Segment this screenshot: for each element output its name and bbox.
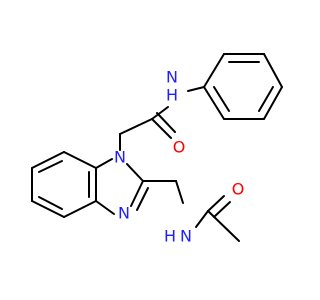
atom-label: H [166, 86, 178, 105]
bond [95, 158, 113, 169]
bond [63, 200, 97, 218]
bond [151, 118, 172, 139]
phenyl-ring [203, 53, 283, 120]
atom-n-ring1: N [114, 148, 126, 167]
bond [156, 112, 176, 133]
bond [207, 195, 225, 212]
bond [31, 200, 65, 218]
bond [175, 180, 184, 204]
bond [213, 201, 231, 218]
atom-label: H [164, 227, 176, 246]
bond [119, 118, 153, 135]
bond [63, 151, 97, 169]
bond [126, 163, 144, 182]
bond [95, 200, 115, 215]
bond [38, 160, 63, 173]
bond [213, 86, 230, 112]
imidazole-ring [95, 158, 149, 215]
bond [151, 106, 169, 120]
benzo-ring [31, 151, 97, 218]
atom-n-amide1: H N [166, 68, 178, 105]
bond [263, 53, 283, 88]
bond [38, 196, 63, 210]
structure-canvas: H N O N N H N O [31, 53, 283, 246]
atom-label: N [166, 68, 178, 87]
atom-n-amide2: H N [164, 227, 192, 246]
atom-o-amide2: O [232, 180, 245, 199]
molecule-diagram: H N O N N H N O [31, 53, 283, 246]
bond [203, 86, 225, 120]
atom-o-amide1: O [173, 138, 186, 157]
bond [187, 86, 205, 92]
atom-label: N [180, 227, 192, 246]
bond [258, 86, 274, 112]
bond [31, 151, 65, 169]
bond [195, 210, 209, 228]
bond [263, 86, 283, 120]
atom-n-ring3: N [118, 204, 130, 223]
bond [203, 53, 225, 88]
bond [130, 180, 144, 207]
bond [207, 210, 240, 242]
bond [136, 187, 149, 211]
